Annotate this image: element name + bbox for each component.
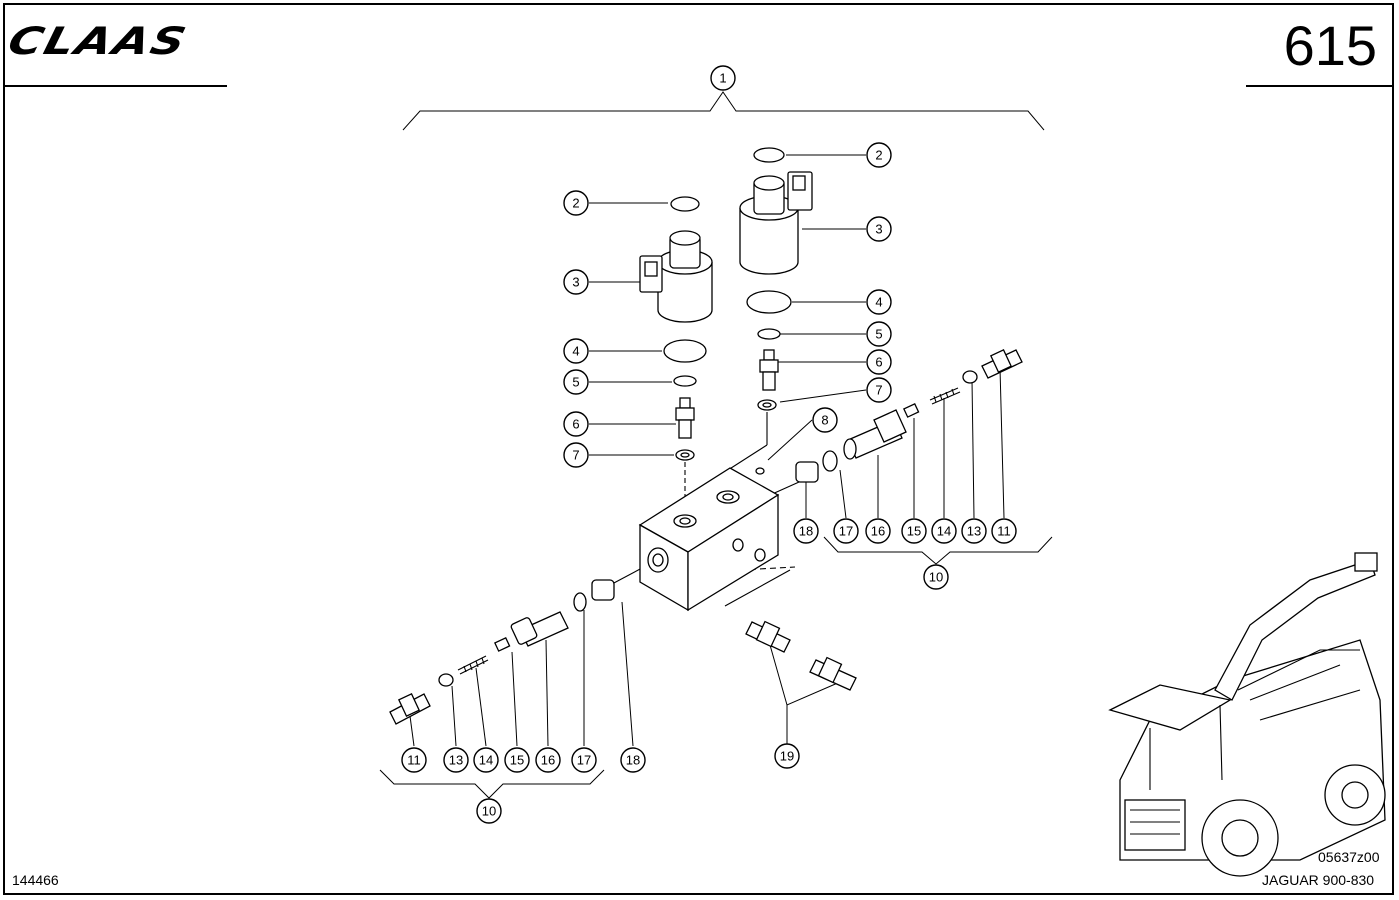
svg-text:13: 13 bbox=[449, 753, 463, 768]
svg-text:15: 15 bbox=[907, 524, 921, 539]
o-rings bbox=[663, 147, 792, 387]
callout-item-6: 6 bbox=[866, 349, 892, 375]
callout-item-10: 10 bbox=[476, 798, 502, 824]
callout-item-13: 13 bbox=[961, 518, 987, 544]
callout-item-14: 14 bbox=[931, 518, 957, 544]
callout-item-8: 8 bbox=[812, 407, 838, 433]
svg-text:6: 6 bbox=[572, 417, 579, 432]
callout-item-16: 16 bbox=[865, 518, 891, 544]
svg-text:10: 10 bbox=[482, 804, 496, 819]
header-rule-left bbox=[5, 85, 227, 87]
callout-item-5: 5 bbox=[563, 369, 589, 395]
bracket-group-10-right bbox=[823, 536, 1053, 565]
callout-item-13: 13 bbox=[443, 747, 469, 773]
svg-text:3: 3 bbox=[875, 222, 882, 237]
callout-item-11: 11 bbox=[991, 518, 1017, 544]
svg-text:14: 14 bbox=[479, 753, 493, 768]
svg-text:16: 16 bbox=[541, 753, 555, 768]
callout-item-18: 18 bbox=[793, 518, 819, 544]
callout-item-1: 1 bbox=[710, 65, 736, 91]
svg-text:7: 7 bbox=[875, 383, 882, 398]
callout-item-11: 11 bbox=[401, 747, 427, 773]
svg-text:1: 1 bbox=[719, 71, 726, 86]
callout-item-15: 15 bbox=[901, 518, 927, 544]
leader-lines bbox=[409, 154, 1005, 747]
svg-text:11: 11 bbox=[997, 524, 1011, 539]
svg-text:19: 19 bbox=[780, 749, 794, 764]
callout-item-3: 3 bbox=[563, 269, 589, 295]
svg-text:10: 10 bbox=[929, 570, 943, 585]
svg-text:2: 2 bbox=[875, 148, 882, 163]
svg-text:11: 11 bbox=[407, 753, 421, 768]
callout-item-17: 17 bbox=[833, 518, 859, 544]
coupling-set-19 bbox=[745, 620, 857, 691]
svg-text:4: 4 bbox=[875, 295, 882, 310]
svg-text:4: 4 bbox=[572, 344, 579, 359]
callout-item-3: 3 bbox=[866, 216, 892, 242]
drawing-sheet bbox=[3, 3, 1394, 895]
document-id: 144466 bbox=[12, 872, 59, 888]
valve-block bbox=[638, 467, 780, 612]
callout-item-2: 2 bbox=[866, 142, 892, 168]
svg-text:5: 5 bbox=[875, 327, 882, 342]
svg-text:7: 7 bbox=[572, 448, 579, 463]
svg-text:5: 5 bbox=[572, 375, 579, 390]
callout-item-16: 16 bbox=[535, 747, 561, 773]
callout-item-4: 4 bbox=[563, 338, 589, 364]
svg-text:6: 6 bbox=[875, 355, 882, 370]
solenoid-coil-right bbox=[739, 171, 813, 275]
callout-item-7: 7 bbox=[563, 442, 589, 468]
callout-item-19: 19 bbox=[774, 743, 800, 769]
callout-item-14: 14 bbox=[473, 747, 499, 773]
svg-text:13: 13 bbox=[967, 524, 981, 539]
svg-text:3: 3 bbox=[572, 275, 579, 290]
drawing-code: 05637z00 bbox=[1318, 849, 1380, 865]
forage-harvester-illustration bbox=[1108, 552, 1386, 877]
solenoid-coil-left bbox=[639, 230, 713, 323]
svg-text:2: 2 bbox=[572, 196, 579, 211]
page-number: 615 bbox=[1283, 14, 1377, 77]
svg-text:8: 8 bbox=[821, 413, 828, 428]
svg-text:17: 17 bbox=[577, 753, 591, 768]
svg-text:17: 17 bbox=[839, 524, 853, 539]
callout-item-7: 7 bbox=[866, 377, 892, 403]
svg-text:15: 15 bbox=[510, 753, 524, 768]
bracket-group-10-left bbox=[379, 769, 605, 799]
callout-item-10: 10 bbox=[923, 564, 949, 590]
callout-item-17: 17 bbox=[571, 747, 597, 773]
svg-text:18: 18 bbox=[626, 753, 640, 768]
right-fitting-set bbox=[795, 349, 1023, 483]
svg-text:16: 16 bbox=[871, 524, 885, 539]
callout-item-6: 6 bbox=[563, 411, 589, 437]
left-fitting-set bbox=[389, 579, 615, 725]
svg-text:18: 18 bbox=[799, 524, 813, 539]
callout-item-15: 15 bbox=[504, 747, 530, 773]
callout-item-18: 18 bbox=[620, 747, 646, 773]
svg-text:14: 14 bbox=[937, 524, 951, 539]
callout-item-2: 2 bbox=[563, 190, 589, 216]
callout-item-5: 5 bbox=[866, 321, 892, 347]
bracket-assembly-1 bbox=[402, 91, 1045, 131]
callout-item-4: 4 bbox=[866, 289, 892, 315]
header-rule-right bbox=[1246, 85, 1394, 87]
valve-cartridges bbox=[675, 349, 779, 475]
model-name: JAGUAR 900-830 bbox=[1262, 872, 1375, 888]
